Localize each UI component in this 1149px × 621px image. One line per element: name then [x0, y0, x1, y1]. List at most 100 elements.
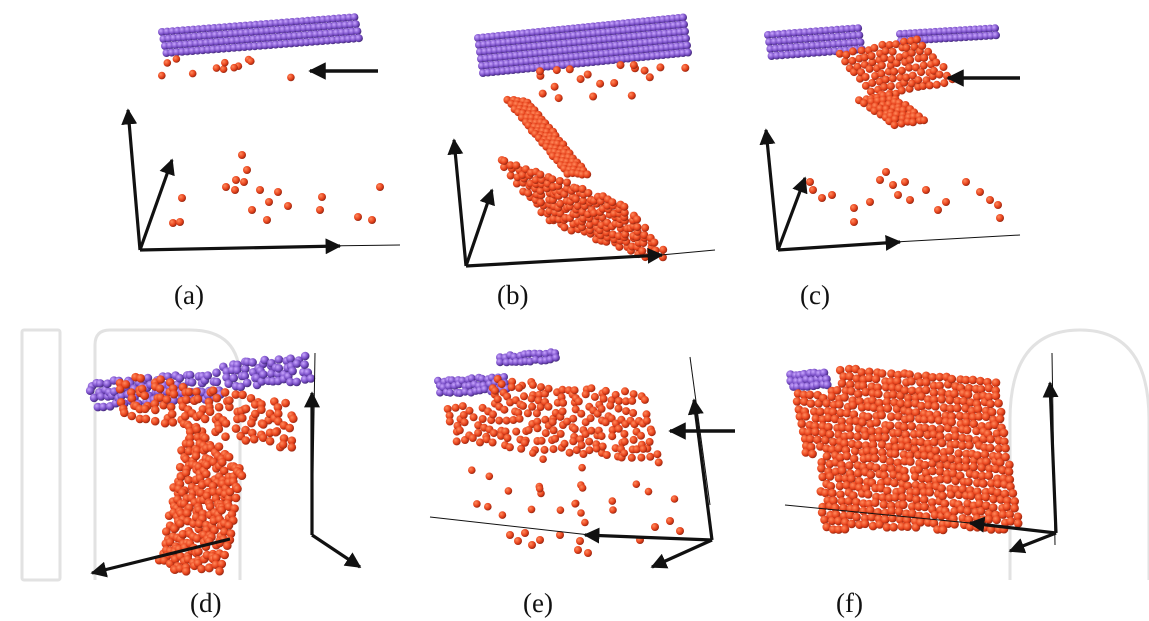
atom — [287, 443, 297, 452]
atom — [285, 423, 294, 433]
atom — [877, 61, 886, 70]
atom — [265, 198, 273, 206]
atom — [829, 437, 838, 447]
atom — [495, 416, 504, 425]
atom — [509, 416, 518, 424]
atom — [816, 407, 825, 417]
atom — [878, 40, 887, 49]
atom — [873, 383, 883, 392]
atom — [175, 373, 185, 383]
atom — [805, 390, 815, 400]
atom — [587, 384, 596, 393]
atom — [885, 421, 895, 430]
atom — [250, 400, 260, 409]
atom — [654, 458, 663, 467]
atom — [935, 70, 944, 79]
atom — [879, 500, 889, 509]
atom — [897, 486, 906, 496]
atom — [278, 440, 288, 449]
atom — [205, 502, 215, 511]
atom — [611, 390, 620, 399]
atom — [629, 61, 638, 70]
atom — [906, 55, 915, 64]
atom — [900, 37, 908, 46]
atom — [498, 511, 507, 519]
atom — [452, 437, 461, 446]
atom — [578, 184, 587, 193]
atom — [231, 186, 239, 194]
atom — [902, 515, 912, 525]
atom — [845, 372, 855, 381]
atom — [935, 372, 945, 382]
atom — [921, 423, 930, 433]
atom — [917, 401, 926, 411]
atom — [870, 43, 879, 52]
atom — [248, 358, 257, 367]
atom — [645, 73, 654, 82]
atom — [556, 199, 565, 208]
axis-arrow-y — [776, 176, 808, 251]
atom — [847, 439, 857, 449]
atom — [167, 409, 177, 419]
atom — [188, 69, 197, 78]
atom — [911, 480, 921, 490]
atom — [300, 360, 309, 369]
atom — [576, 75, 585, 84]
atom — [493, 395, 502, 404]
atom — [854, 440, 863, 450]
atom — [632, 480, 641, 488]
atom — [969, 419, 979, 429]
atom — [792, 397, 802, 406]
axis-line — [319, 244, 401, 247]
atom — [976, 385, 986, 394]
atom — [934, 206, 942, 214]
panel-a — [110, 10, 401, 270]
caption-d: (d) — [190, 588, 222, 618]
atom — [248, 206, 256, 214]
atom — [242, 378, 252, 388]
axis-arrow-x — [90, 537, 231, 578]
atom — [986, 196, 994, 204]
atom — [539, 455, 547, 463]
atom — [531, 176, 540, 184]
atom — [581, 390, 590, 399]
atom — [467, 374, 476, 383]
atom — [563, 417, 572, 426]
atom — [231, 424, 241, 433]
atom — [629, 409, 638, 417]
atom — [217, 559, 227, 569]
atom — [848, 56, 857, 65]
atom — [571, 500, 579, 508]
atom — [961, 463, 971, 472]
caption-a: (a) — [174, 280, 204, 310]
atom — [897, 86, 906, 95]
atom — [938, 491, 947, 501]
axis-arrow-y — [650, 538, 713, 569]
atom — [939, 63, 948, 71]
atom — [461, 387, 470, 396]
atom — [518, 171, 527, 179]
caption-e: (e) — [523, 588, 553, 618]
atom — [882, 168, 890, 176]
atom — [350, 13, 359, 22]
atom — [808, 449, 817, 459]
atom — [214, 402, 224, 412]
atom — [514, 408, 523, 417]
atom — [895, 53, 904, 62]
atom — [559, 398, 568, 407]
atom — [465, 406, 474, 415]
atom — [544, 384, 553, 393]
atom — [451, 403, 460, 412]
atom — [578, 484, 587, 492]
atom — [506, 161, 515, 170]
atom — [599, 394, 608, 403]
atom — [890, 121, 899, 130]
atom — [1006, 517, 1016, 526]
atom — [512, 161, 521, 170]
atom — [587, 426, 596, 435]
atom — [517, 444, 526, 453]
atom — [585, 437, 594, 446]
atom — [99, 402, 108, 412]
atom — [610, 79, 619, 87]
atom — [468, 466, 476, 474]
